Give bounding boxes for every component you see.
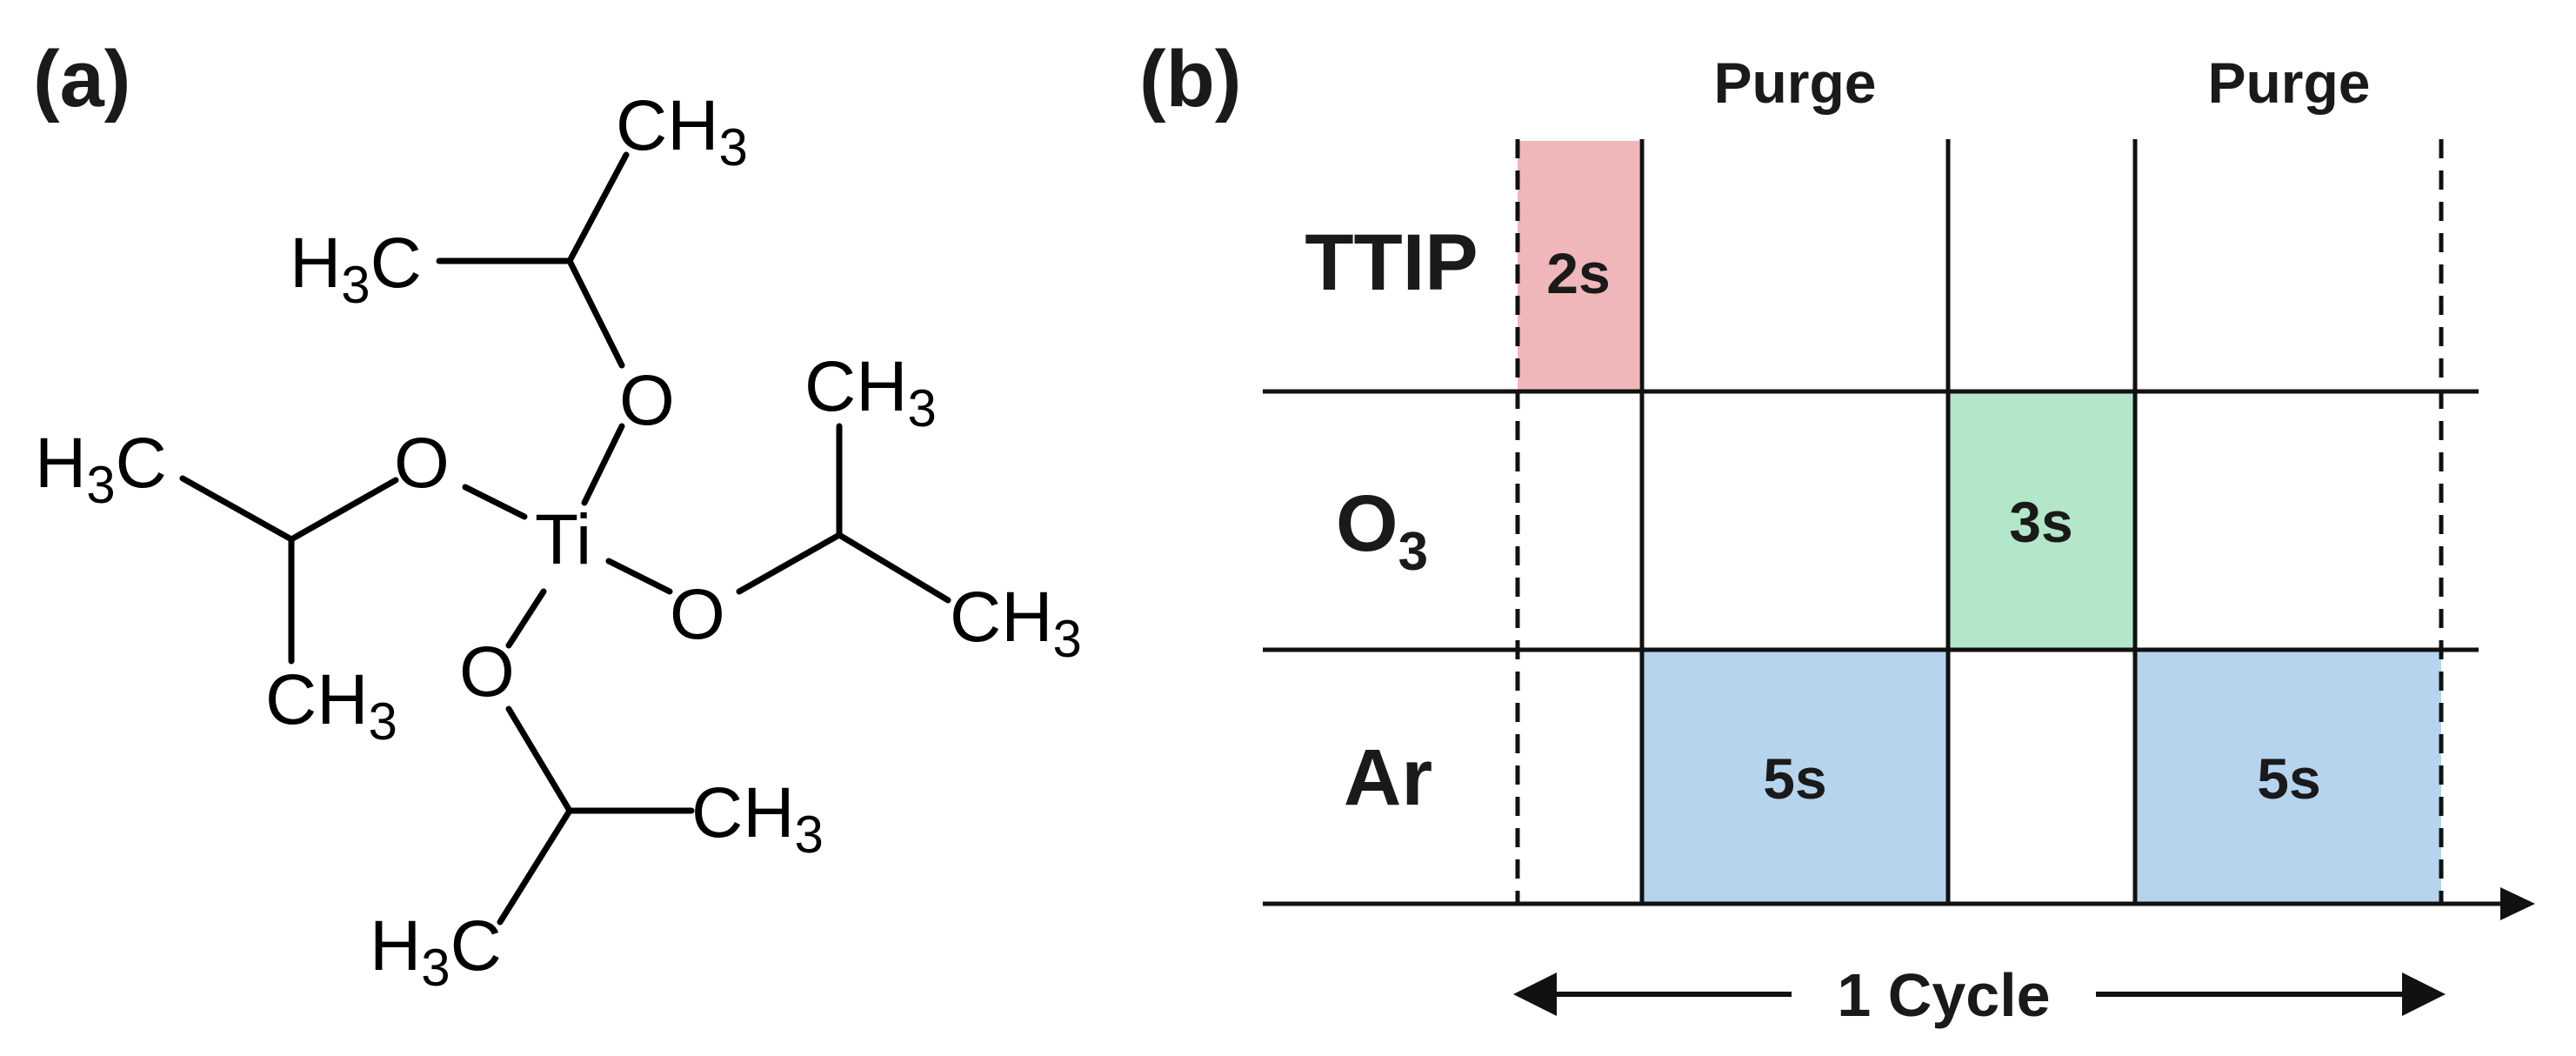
bond-c-bottom-h3c <box>497 807 573 926</box>
methyl-bottom-left: H3C <box>370 906 502 997</box>
timing-grid <box>1263 139 2503 906</box>
methyl-bottom-right: CH3 <box>691 773 824 864</box>
methyl-top-right: CH3 <box>616 86 748 177</box>
bond-o-bottom-c <box>505 705 573 814</box>
bond-c-top-ch3 <box>566 151 630 264</box>
cycle-arrow-right-head <box>2402 972 2446 1016</box>
bond-c-left-h3c <box>179 475 295 543</box>
bond-ti-o-left <box>462 484 528 520</box>
bond-ti-o-bottom <box>505 588 547 649</box>
o3-duration-label: 3s <box>2009 490 2072 554</box>
row-label-ar: Ar <box>1344 733 1432 822</box>
ttip-pulse-block <box>1518 141 1639 391</box>
cycle-label: 1 Cycle <box>1837 961 2050 1029</box>
bond-ti-o-top <box>581 423 625 506</box>
ar-duration-label-2: 5s <box>2257 746 2320 811</box>
atom-o-left: O <box>394 424 450 503</box>
ar-duration-label-1: 5s <box>1763 746 1826 811</box>
o3-pulse-block <box>1948 391 2135 650</box>
atom-o-top: O <box>619 361 675 440</box>
row-label-o3: O3 <box>1336 479 1428 582</box>
bond-ti-o-right <box>605 558 673 595</box>
bond-c-right-ch3-bottom <box>836 531 951 604</box>
ttip-duration-label: 2s <box>1546 241 1610 305</box>
bond-o-left-c <box>288 477 399 543</box>
atom-o-right: O <box>670 575 725 654</box>
ar-purge-block-2 <box>2135 650 2441 904</box>
atom-ti: Ti <box>535 500 591 579</box>
ar-purge-block-1 <box>1642 650 1948 904</box>
ttip-molecule-structure <box>179 151 951 926</box>
purge-label-2: Purge <box>2207 50 2370 115</box>
row-label-ttip: TTIP <box>1305 218 1478 307</box>
bond-o-right-c <box>736 531 843 595</box>
cycle-boundaries <box>1515 139 2444 904</box>
panel-a-label: (a) <box>33 35 130 124</box>
methyl-right-bottom: CH3 <box>950 578 1082 668</box>
panel-b-label: (b) <box>1139 35 1241 124</box>
methyl-top-left: H3C <box>290 224 422 314</box>
methyl-left-bottom: CH3 <box>265 660 397 751</box>
cycle-arrow-left-head <box>1513 972 1557 1016</box>
methyl-right-top: CH3 <box>804 347 937 438</box>
methyl-left-top: H3C <box>35 424 167 514</box>
cycle-arrow <box>1513 972 2446 1016</box>
purge-label-1: Purge <box>1713 50 1876 115</box>
bond-o-top-c <box>566 257 625 369</box>
time-axis-arrowhead <box>2500 887 2535 920</box>
atom-o-bottom: O <box>459 632 515 712</box>
